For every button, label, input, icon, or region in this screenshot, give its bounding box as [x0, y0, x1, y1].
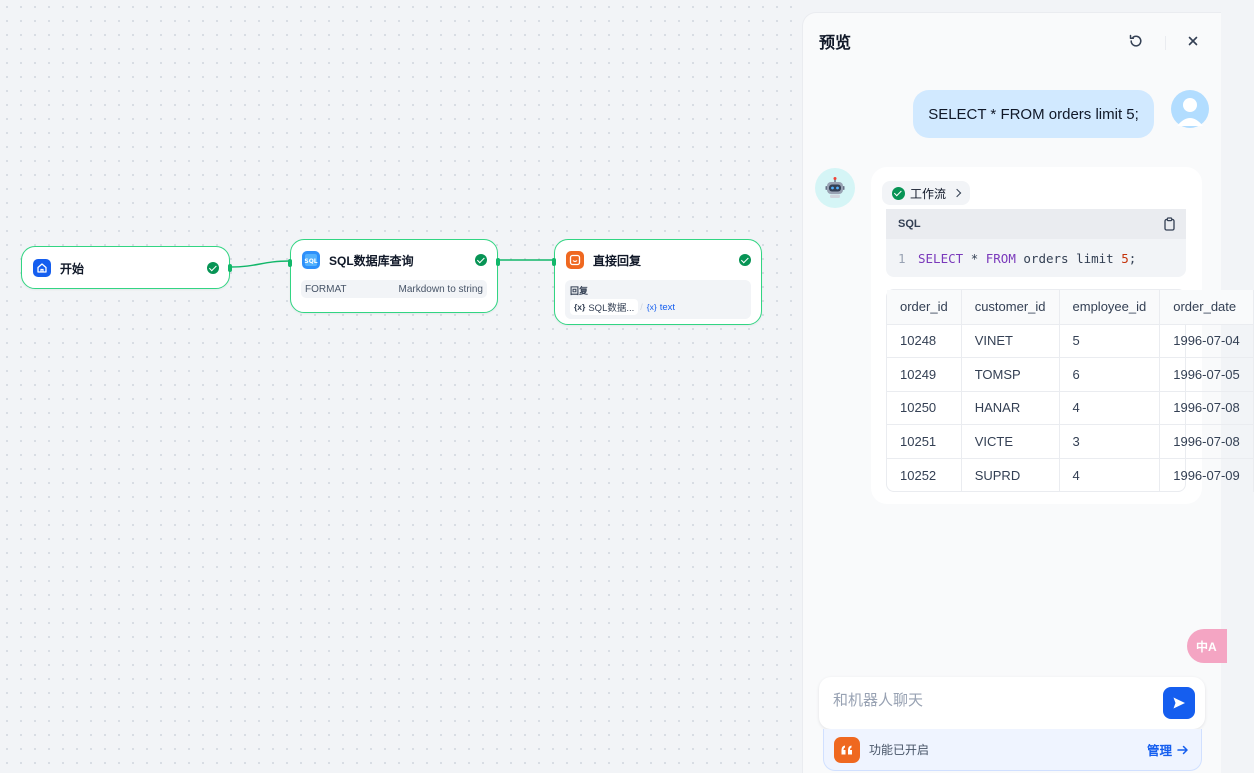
success-check-icon	[739, 254, 751, 266]
node-sql-query[interactable]: SQL SQL数据库查询 FORMAT Markdown to string	[288, 239, 500, 313]
svg-text:SQL: SQL	[304, 258, 317, 265]
sql-database-icon: SQL	[302, 251, 320, 269]
reply-label: 回复	[570, 286, 589, 296]
variable-chip: {x}SQL数据...	[570, 299, 639, 315]
input-port[interactable]	[288, 259, 292, 267]
success-check-icon	[475, 254, 487, 266]
close-button[interactable]	[1182, 30, 1204, 52]
workflow-status-chip[interactable]: 工作流	[882, 181, 971, 205]
table-cell: SUPRD	[961, 458, 1060, 492]
code-line: 1 SELECT * FROM orders limit 5;	[898, 250, 1137, 266]
success-check-icon	[207, 262, 219, 274]
format-value: Markdown to string	[398, 283, 483, 295]
quote-icon	[834, 736, 860, 763]
output-port[interactable]	[496, 258, 500, 266]
table-cell: 10249	[887, 357, 962, 392]
chat-input[interactable]	[833, 692, 1153, 709]
success-check-icon	[892, 186, 905, 200]
table-cell: 6	[1059, 357, 1161, 392]
table-header-cell: order_id	[887, 290, 962, 325]
node-sql-title: SQL数据库查询	[329, 253, 414, 268]
arrow-right-icon	[1177, 745, 1188, 754]
table-header-cell: customer_id	[961, 290, 1060, 325]
table-cell: VINET	[961, 324, 1060, 359]
table-cell: 10248	[887, 324, 962, 359]
home-icon	[33, 259, 51, 277]
workflow-edges	[229, 259, 554, 268]
variable-name: {x}text	[646, 301, 676, 313]
table-header-cell: employee_id	[1059, 290, 1161, 325]
header-divider	[1165, 36, 1166, 50]
sql-code: SELECT * FROM orders limit 5;	[918, 250, 1137, 266]
node-start[interactable]: 开始	[21, 246, 232, 289]
table-cell: 10251	[887, 424, 962, 459]
input-port[interactable]	[552, 258, 556, 266]
node-start-title: 开始	[60, 261, 85, 276]
chat-input-box	[819, 677, 1205, 729]
refresh-icon	[1129, 34, 1142, 47]
send-icon	[1173, 697, 1185, 709]
table-cell: 1996-07-04	[1159, 324, 1254, 359]
copy-icon	[1164, 217, 1175, 231]
table-cell: 10250	[887, 391, 962, 426]
code-block: SQL 1 SELECT * FROM orders limit 5;	[886, 209, 1186, 277]
reply-icon	[566, 251, 584, 269]
bot-avatar	[815, 168, 855, 208]
send-button[interactable]	[1163, 687, 1195, 719]
bot-response-card: 工作流 SQL 1 SELECT * FROM orders limit 5; …	[871, 167, 1254, 504]
preview-panel: 预览 SELECT * FROM orders limit 5; 工作流 SQL	[802, 12, 1254, 773]
table-cell: 10252	[887, 458, 962, 492]
manage-link[interactable]: 管理	[1147, 740, 1189, 759]
workflow-label: 工作流	[910, 186, 947, 201]
workflow-canvas[interactable]: 开始 SQL SQL数据库查询 FORMAT Markdown to strin…	[0, 0, 802, 773]
table-cell: 1996-07-09	[1159, 458, 1254, 492]
user-message-bubble: SELECT * FROM orders limit 5;	[913, 90, 1154, 138]
translate-button[interactable]: 中A	[1187, 629, 1227, 663]
table-cell: 1996-07-08	[1159, 424, 1254, 459]
table-cell: 1996-07-05	[1159, 357, 1254, 392]
feature-bar: 功能已开启 管理	[823, 729, 1202, 771]
reply-content: 回复 {x}SQL数据... / {x}text	[565, 280, 751, 319]
close-icon	[1188, 36, 1198, 46]
table-cell: HANAR	[961, 391, 1060, 426]
table-cell: 4	[1059, 391, 1161, 426]
copy-button[interactable]	[1163, 217, 1176, 231]
panel-title: 预览	[819, 35, 852, 52]
table-cell: 3	[1059, 424, 1161, 459]
output-port[interactable]	[228, 264, 232, 272]
chevron-right-icon	[952, 188, 962, 198]
feature-status-text: 功能已开启	[869, 743, 930, 757]
table-cell: 4	[1059, 458, 1161, 492]
user-avatar	[1171, 90, 1209, 128]
node-direct-reply[interactable]: 直接回复 回复 {x}SQL数据... / {x}text	[552, 239, 762, 325]
table-header-cell: order_date	[1159, 290, 1254, 325]
variable-icon: {x}	[646, 302, 657, 312]
table-cell: 1996-07-08	[1159, 391, 1254, 426]
code-language: SQL	[898, 218, 921, 230]
translate-icon: 中A	[1196, 639, 1217, 654]
table-cell: 5	[1059, 324, 1161, 359]
refresh-button[interactable]	[1125, 30, 1147, 52]
node-sql-format-field: FORMAT Markdown to string	[301, 280, 487, 298]
table-cell: TOMSP	[961, 357, 1060, 392]
robot-icon	[825, 177, 845, 198]
variable-icon: {x}	[574, 302, 586, 312]
format-key: FORMAT	[305, 283, 347, 295]
node-reply-title: 直接回复	[593, 253, 642, 268]
table-cell: VICTE	[961, 424, 1060, 459]
